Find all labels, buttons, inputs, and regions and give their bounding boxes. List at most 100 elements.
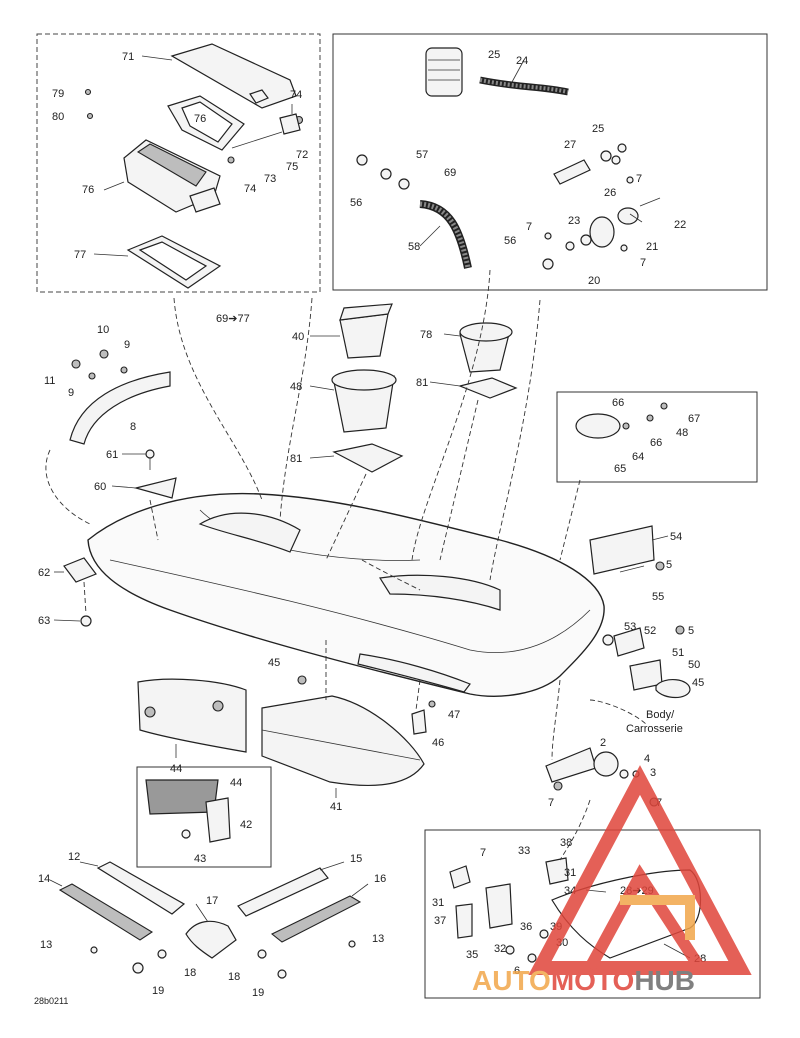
callout-60: 60 (94, 481, 106, 493)
callout-51: 51 (672, 647, 684, 659)
callout-66b: 66 (650, 437, 662, 449)
callout-46: 46 (432, 737, 444, 749)
callout-45a: 45 (268, 657, 280, 669)
callout-22: 22 (674, 219, 686, 231)
callout-9b: 9 (68, 387, 74, 399)
callout-18b: 18 (228, 971, 240, 983)
callout-76b: 76 (82, 184, 94, 196)
side-panel-44 (137, 678, 247, 753)
callout-63: 63 (38, 615, 50, 627)
callout-6: 6 (514, 965, 520, 977)
callout-69: 69 (444, 167, 456, 179)
bilge-filter (425, 47, 463, 97)
callout-81: 81 (290, 453, 302, 465)
callout-38: 38 (560, 837, 572, 849)
callout-74b: 74 (244, 183, 256, 195)
callout-17: 17 (206, 895, 218, 907)
callout-81b: 81 (416, 377, 428, 389)
bilge-hose-group-box (332, 33, 768, 291)
callout-76: 76 (194, 113, 206, 125)
callout-4: 4 (644, 753, 650, 765)
fittings (356, 143, 661, 270)
callout-44b: 44 (230, 777, 242, 789)
nut-63 (80, 615, 92, 627)
callout-55: 55 (652, 591, 664, 603)
clip-46-47 (297, 675, 436, 735)
callout-43: 43 (194, 853, 206, 865)
callout-13: 13 (40, 939, 52, 951)
callout-25b: 25 (592, 123, 604, 135)
lower-panel-41 (261, 695, 425, 787)
callout-12: 12 (68, 851, 80, 863)
callout-16: 16 (374, 873, 386, 885)
callout-31: 31 (564, 867, 576, 879)
callout-72: 72 (296, 149, 308, 161)
cup-holder-78 (459, 322, 513, 373)
callout-52: 52 (644, 625, 656, 637)
callout-80: 80 (52, 111, 64, 123)
callout-78: 78 (420, 329, 432, 341)
hardware-52-55 (602, 561, 691, 699)
callout-19b: 19 (252, 987, 264, 999)
cup-holder-48 (331, 369, 397, 433)
callout-5b: 5 (688, 625, 694, 637)
callout-40: 40 (292, 331, 304, 343)
callout-67: 67 (688, 413, 700, 425)
rub-strips (58, 861, 362, 979)
gasket-81a (332, 443, 404, 473)
cup-holder-40 (339, 303, 393, 359)
callout-35: 35 (466, 949, 478, 961)
callout-7c: 7 (640, 257, 646, 269)
callout-14: 14 (38, 873, 50, 885)
watercraft-body (87, 492, 605, 697)
callout-64: 64 (632, 451, 644, 463)
lid-gasket (167, 95, 245, 151)
handle-group-box (424, 829, 761, 999)
watermark-logo: AUTOMOTOHUB (472, 765, 752, 996)
leader-lines (49, 55, 691, 959)
callout-21: 21 (646, 241, 658, 253)
callout-31b: 31 (432, 897, 444, 909)
callout-47: 47 (448, 709, 460, 721)
callout-25: 25 (488, 49, 500, 61)
callout-65: 65 (614, 463, 626, 475)
callout-7f: 7 (480, 847, 486, 859)
gasket-81b (458, 377, 518, 399)
callout-36: 36 (520, 921, 532, 933)
hose-upper (479, 76, 569, 96)
callout-48: 48 (290, 381, 302, 393)
callout-77: 77 (74, 249, 86, 261)
callout-44: 44 (170, 763, 182, 775)
callout-2: 2 (600, 737, 606, 749)
callout-41: 41 (330, 801, 342, 813)
callout-15: 15 (350, 853, 362, 865)
callout-7d: 7 (548, 797, 554, 809)
callout-19: 19 (152, 985, 164, 997)
callout-9: 9 (124, 339, 130, 351)
callout-7a: 7 (636, 173, 642, 185)
callout-45: 45 (692, 677, 704, 689)
callout-5: 5 (666, 559, 672, 571)
body-label-line2: Carrosserie (626, 723, 683, 735)
callout-18: 18 (184, 967, 196, 979)
callout-23: 23 (568, 215, 580, 227)
vent-cover (575, 402, 668, 439)
vent-group-box (556, 391, 758, 483)
bracket-60 (133, 477, 177, 499)
callout-50: 50 (688, 659, 700, 671)
hose-lower (419, 200, 472, 269)
callout-7b: 7 (526, 221, 532, 233)
callout-33: 33 (518, 845, 530, 857)
callout-37: 37 (434, 915, 446, 927)
callout-24: 24 (516, 55, 528, 67)
callout-8: 8 (130, 421, 136, 433)
latch-hardware (84, 88, 304, 164)
callout-58: 58 (408, 241, 420, 253)
mesh-bracket-group-box (136, 766, 272, 868)
storage-lid (170, 43, 297, 109)
callout-20: 20 (588, 275, 600, 287)
callout-71: 71 (122, 51, 134, 63)
storage-bin (123, 139, 221, 213)
callout-75: 75 (286, 161, 298, 173)
